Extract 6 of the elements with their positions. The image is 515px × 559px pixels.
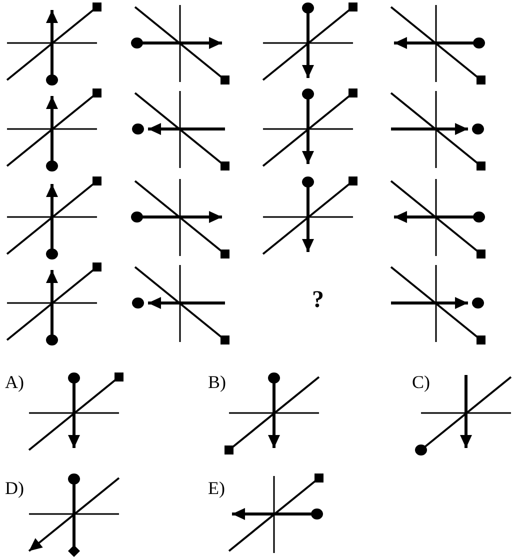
question-mark: ?: [312, 288, 324, 312]
option-label: E): [208, 479, 225, 497]
option-label: A): [5, 373, 24, 391]
option-label: C): [412, 373, 430, 391]
option-label: D): [5, 479, 24, 497]
option-label: B): [208, 373, 226, 391]
